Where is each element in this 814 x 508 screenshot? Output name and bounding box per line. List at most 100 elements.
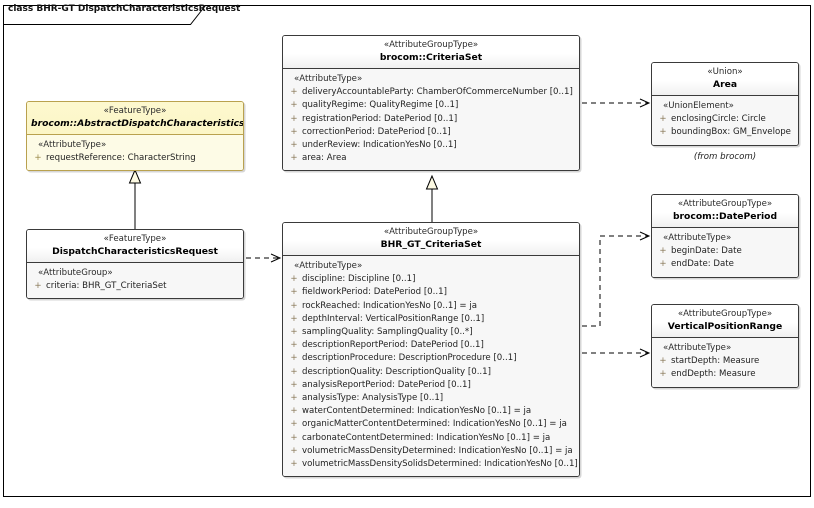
attribute-row: +analysisType: AnalysisType [0..1] (286, 392, 576, 405)
attribute-text: volumetricMassDensitySolidsDetermined: I… (302, 459, 580, 470)
attribute-text: boundingBox: GM_Envelope (671, 127, 791, 138)
attribute-row: +descriptionReportPeriod: DatePeriod [0.… (286, 339, 576, 352)
attribute-group-label: «AttributeType» (663, 233, 732, 244)
class-stereotype: «AttributeGroupType» (677, 309, 773, 319)
class-stereotype: «AttributeGroupType» (677, 199, 773, 209)
attribute-text: endDepth: Measure (671, 369, 756, 380)
class-body: «AttributeType» + requestReference: Char… (27, 135, 243, 171)
package-note: (from brocom) (693, 152, 757, 162)
attribute-row: +beginDate: Date (655, 245, 795, 258)
attribute-text: volumetricMassDensityDetermined: Indicat… (302, 445, 573, 456)
class-header: «FeatureType» brocom::AbstractDispatchCh… (27, 102, 244, 136)
class-body: «AttributeType» + startDepth: Measure+ end… (652, 338, 798, 387)
visibility-marker: + (290, 340, 298, 351)
attribute-text: startDepth: Measure (671, 356, 760, 367)
class-body: «AttributeGroup» + criteria: BHR_GT_Crit… (27, 263, 243, 299)
visibility-marker: + (290, 419, 298, 430)
attribute-text: descriptionProcedure: DescriptionProcedu… (302, 353, 517, 364)
class-stereotype: «AttributeGroupType» (383, 40, 479, 50)
attribute-group-label: «AttributeType» (663, 343, 732, 354)
class-box-bhr-gt-criteriaset[interactable]: «AttributeGroupType» BHR_GT_CriteriaSet … (282, 222, 580, 478)
attribute-row: + descriptionQuality: DescriptionQuality … (286, 366, 576, 379)
class-box-brocom-dateperiod[interactable]: «AttributeGroupType» brocom::DatePeriod … (651, 194, 799, 278)
attribute-text: fieldworkPeriod: DatePeriod [0..1] (302, 287, 447, 298)
attribute-text: organicMatterContentDetermined: Indicati… (302, 419, 567, 430)
attribute-text: carbonateContentDetermined: IndicationYe… (302, 432, 551, 443)
attribute-row: +enclosingCircle: Circle (655, 113, 795, 126)
attribute-text: registrationPeriod: DatePeriod [0..1] (302, 113, 458, 124)
attribute-text: deliveryAccountableParty: ChamberOfComme… (302, 87, 573, 98)
class-stereotype: «FeatureType» (103, 234, 167, 244)
attribute-group-label: «AttributeType» (294, 74, 363, 85)
attribute-list: + deliveryAccountableParty: ChamberOfComm… (286, 86, 576, 165)
visibility-marker: + (290, 353, 298, 364)
class-body: «AttributeType» +beginDate: Date+ endDate… (652, 228, 798, 277)
attribute-text: enclosingCircle: Circle (671, 114, 766, 125)
visibility-marker: + (290, 140, 298, 151)
attribute-text: descriptionQuality: DescriptionQuality [… (302, 366, 491, 377)
class-box-vertical-position-range[interactable]: «AttributeGroupType» VerticalPositionRan… (651, 304, 799, 388)
attribute-row: + startDepth: Measure (655, 355, 795, 368)
class-name: brocom::AbstractDispatchCharacteristicsR… (31, 117, 244, 129)
visibility-marker: + (34, 153, 42, 164)
class-header: «AttributeGroupType» BHR_GT_CriteriaSet (283, 223, 579, 257)
attribute-list: +discipline: Discipline [0..1]+fieldwork… (286, 273, 579, 471)
visibility-marker: + (290, 126, 298, 137)
attribute-row: + requestReference: CharacterString (30, 152, 240, 165)
attribute-group-label: «AttributeType» (294, 261, 363, 272)
attribute-group-label: «AttributeGroup» (38, 268, 113, 279)
class-box-dispatch-characteristics-request[interactable]: «FeatureType» DispatchCharacteristicsReq… (26, 229, 244, 300)
attribute-text: discipline: Discipline [0..1] (302, 274, 416, 285)
visibility-marker: + (659, 259, 667, 270)
visibility-marker: + (659, 356, 667, 367)
class-body: «AttributeType» + deliveryAccountablePart… (283, 69, 579, 171)
visibility-marker: + (290, 459, 298, 470)
attribute-group-label: «AttributeType» (38, 140, 107, 151)
attribute-text: criteria: BHR_GT_CriteriaSet (46, 281, 167, 292)
attribute-row: + organicMatterContentDetermined: Indicat… (286, 418, 576, 431)
attribute-row: + deliveryAccountableParty: ChamberOfComm… (286, 86, 576, 99)
attribute-row: + waterContentDetermined: IndicationYesNo… (286, 405, 576, 418)
class-header: «AttributeGroupType» brocom::CriteriaSet (283, 36, 579, 70)
class-box-brocom-criteriaset[interactable]: «AttributeGroupType» brocom::CriteriaSet… (282, 35, 580, 172)
attribute-row: + criteria: BHR_GT_CriteriaSet (30, 280, 240, 293)
attribute-row: + fieldworkPeriod: DatePeriod [0..1] (286, 286, 576, 299)
attribute-text: correctionPeriod: DatePeriod [0..1] (302, 126, 451, 137)
class-name: brocom::CriteriaSet (379, 51, 483, 63)
class-body: «UnionElement» +enclosingCircle: Circle+… (652, 96, 798, 145)
class-name: VerticalPositionRange (667, 320, 783, 332)
attribute-list: +enclosingCircle: Circle+ boundingBox: GM… (655, 113, 795, 139)
class-box-abstract-dispatch-characteristics-request[interactable]: «FeatureType» brocom::AbstractDispatchCh… (26, 101, 244, 172)
visibility-marker: + (290, 287, 298, 298)
attribute-text: depthInterval: VerticalPositionRange [0.… (302, 313, 485, 324)
visibility-marker: + (290, 113, 298, 124)
attribute-row: +area: Area (286, 152, 576, 165)
attribute-text: qualityRegime: QualityRegime [0..1] (302, 100, 459, 111)
visibility-marker: + (290, 445, 298, 456)
visibility-marker: + (659, 127, 667, 138)
visibility-marker: + (290, 153, 298, 164)
attribute-row: + correctionPeriod: DatePeriod [0..1] (286, 126, 576, 139)
visibility-marker: + (290, 406, 298, 417)
attribute-row: +discipline: Discipline [0..1] (286, 273, 576, 286)
visibility-marker: + (34, 281, 42, 292)
attribute-row: +depthInterval: VerticalPositionRange [0… (286, 313, 576, 326)
attribute-text: analysisReportPeriod: DatePeriod [0..1] (302, 379, 471, 390)
class-header: «AttributeGroupType» brocom::DatePeriod (652, 195, 798, 229)
attribute-group-label: «UnionElement» (663, 101, 734, 112)
visibility-marker: + (290, 366, 298, 377)
attribute-text: waterContentDetermined: IndicationYesNo … (302, 406, 532, 417)
attribute-text: endDate: Date (671, 259, 734, 270)
visibility-marker: + (290, 87, 298, 98)
class-stereotype: «Union» (707, 67, 743, 77)
attribute-row: +qualityRegime: QualityRegime [0..1] (286, 99, 576, 112)
class-header: «FeatureType» DispatchCharacteristicsReq… (27, 230, 243, 264)
attribute-text: rockReached: IndicationYesNo [0..1] = ja (302, 300, 477, 311)
attribute-row: +samplingQuality: SamplingQuality [0..*] (286, 326, 576, 339)
class-box-area[interactable]: «Union» Area «UnionElement» +enclosingCi… (651, 62, 799, 146)
attribute-row: +analysisReportPeriod: DatePeriod [0..1] (286, 379, 576, 392)
visibility-marker: + (290, 300, 298, 311)
visibility-marker: + (290, 327, 298, 338)
